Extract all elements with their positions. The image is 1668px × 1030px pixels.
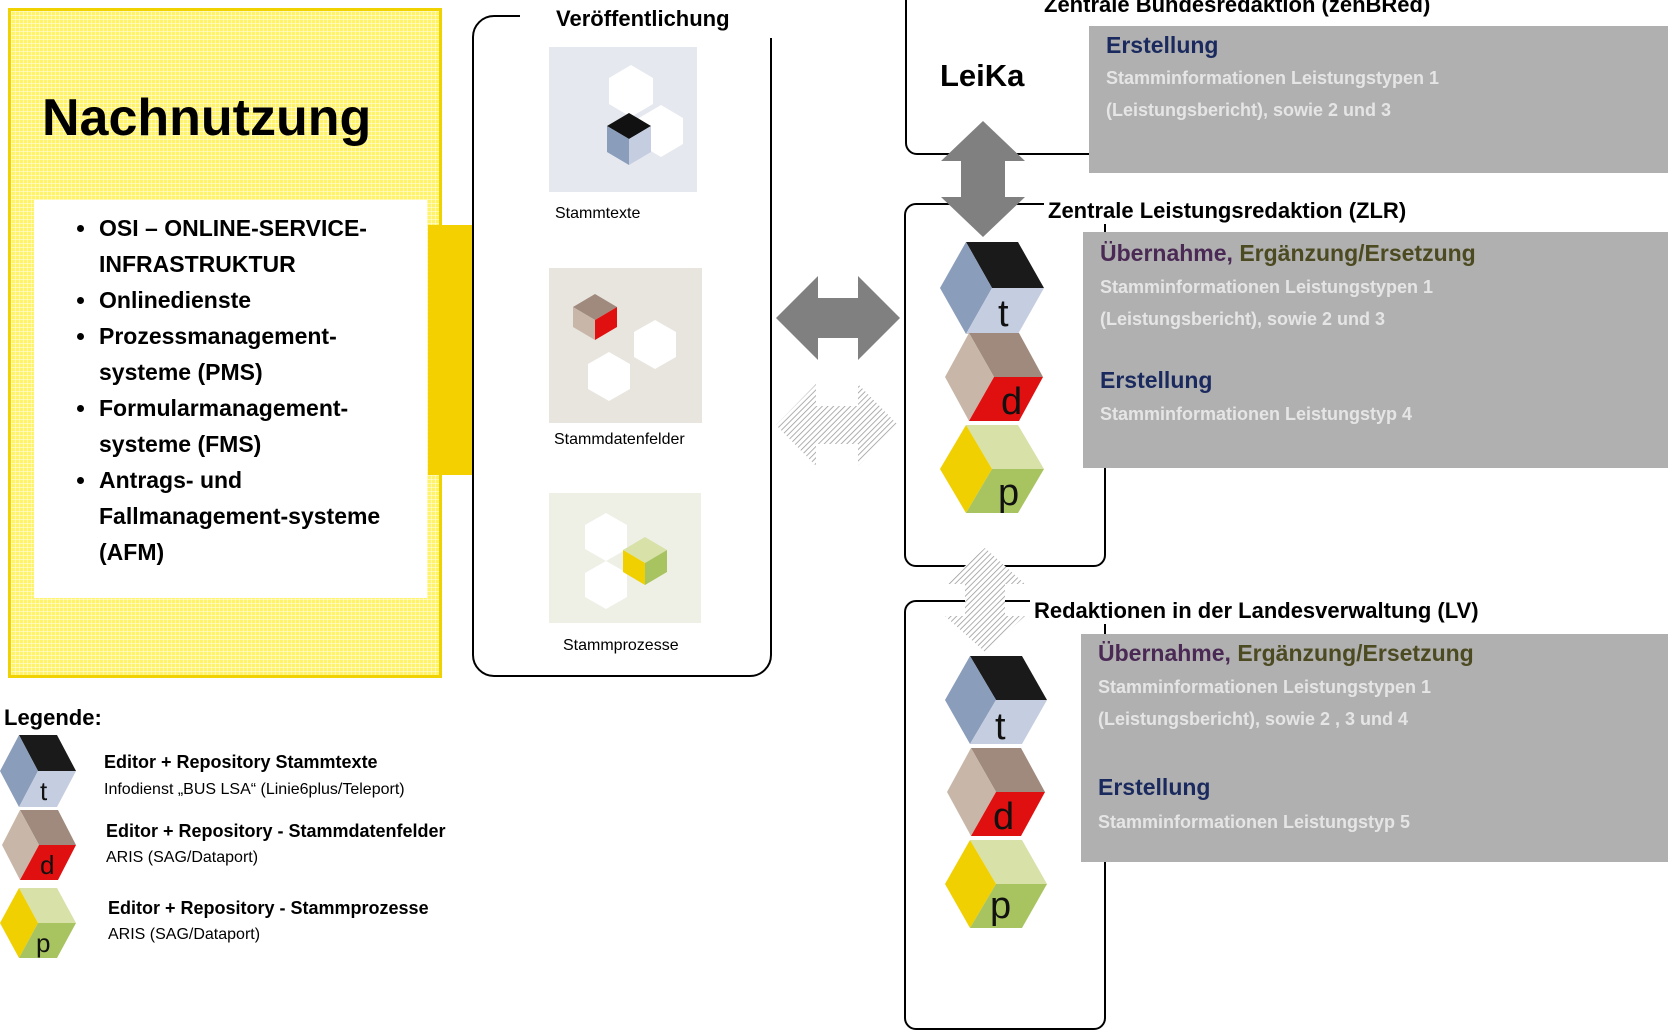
zenbred-grey-panel [1089, 26, 1668, 173]
cube-letter: d [993, 796, 1014, 836]
stammdatenfelder-label: Stammdatenfelder [554, 431, 685, 448]
list-item-label: Prozessmanagement-systeme (PMS) [99, 323, 337, 385]
zlr-uebernahme-line: Übernahme, Ergänzung/Ersetzung [1100, 240, 1476, 267]
zlr-grey-panel [1083, 232, 1668, 468]
list-item: Antrags- und Fallmanagement-systeme (AFM… [98, 462, 427, 570]
legend-cube-t-icon: t [0, 735, 76, 807]
legend-item-1-sub: Infodienst „BUS LSA“ (Linie6plus/Telepor… [104, 781, 405, 798]
legend-item-2-sub: ARIS (SAG/Dataport) [106, 849, 259, 866]
list-item-label: Antrags- und Fallmanagement-systeme (AFM… [99, 467, 381, 565]
zlr-ergaenzung: Ergänzung/Ersetzung [1239, 240, 1476, 266]
lv-text-3: Stamminformationen Leistungstyp 5 [1098, 812, 1411, 832]
cube-t-icon: t [940, 242, 1044, 334]
veroeffentlichung-title: Veröffentlichung [556, 6, 730, 31]
leika-label: LeiKa [940, 58, 1025, 93]
zlr-text-1: Stamminformationen Leistungstypen 1 [1100, 277, 1434, 297]
list-item: OSI – ONLINE-SERVICE-INFRASTRUKTUR [98, 210, 427, 282]
dashed-bidirectional-arrow-icon [776, 384, 898, 466]
zenbred-erstellung: Erstellung [1106, 32, 1219, 58]
nachnutzung-title: Nachnutzung [42, 89, 372, 147]
lv-title: Redaktionen in der Landesverwaltung (LV) [1030, 598, 1483, 624]
legend-cube-d-icon: d [2, 810, 76, 880]
vertical-bidirectional-arrow-icon [941, 121, 1025, 237]
list-item: Formularmanagement-systeme (FMS) [98, 390, 427, 462]
stammtexte-label: Stammtexte [555, 205, 641, 222]
legend-item-3-title: Editor + Repository - Stammprozesse [108, 898, 429, 918]
lv-erstellung: Erstellung [1098, 774, 1211, 800]
dashed-vertical-arrow-icon [945, 548, 1025, 652]
cube-d-icon: d [947, 748, 1045, 836]
zenbred-title: Zentrale Bundesredaktion (zenBRed) [1040, 0, 1435, 18]
veroeffentlichung-title-bg [520, 2, 788, 38]
cube-t-icon: t [945, 656, 1047, 744]
stammtexte-tile [549, 47, 697, 192]
legend-title: Legende: [4, 705, 102, 730]
lv-grey-panel [1081, 634, 1668, 862]
zenbred-text-2: (Leistungsbericht), sowie 2 und 3 [1106, 100, 1392, 120]
list-item-label: OSI – ONLINE-SERVICE-INFRASTRUKTUR [99, 215, 367, 277]
legend-item-2-title: Editor + Repository - Stammdatenfelder [106, 821, 446, 841]
cube-letter: p [990, 885, 1011, 927]
lv-ergaenzung: Ergänzung/Ersetzung [1237, 640, 1474, 666]
cube-letter: p [36, 928, 50, 958]
list-item: Onlinedienste [98, 282, 427, 318]
cube-letter: p [998, 472, 1019, 513]
lv-text-1: Stamminformationen Leistungstypen 1 [1098, 677, 1432, 697]
legend-cube-p-icon: p [0, 888, 76, 958]
list-item-label: Formularmanagement-systeme (FMS) [99, 395, 349, 457]
cube-d-icon: d [945, 333, 1043, 421]
lv-uebernahme-line: Übernahme, Ergänzung/Ersetzung [1098, 640, 1474, 667]
list-item: Prozessmanagement-systeme (PMS) [98, 318, 427, 390]
stammprozesse-tile [549, 493, 701, 623]
zenbred-text-1: Stamminformationen Leistungstypen 1 [1106, 68, 1440, 88]
list-item-label: Onlinedienste [99, 287, 252, 313]
stammdatenfelder-tile [549, 268, 702, 423]
cube-p-icon: p [945, 840, 1047, 928]
zlr-erstellung: Erstellung [1100, 367, 1213, 393]
nachnutzung-list: OSI – ONLINE-SERVICE-INFRASTRUKTUR Onlin… [34, 210, 427, 570]
zlr-text-2: (Leistungsbericht), sowie 2 und 3 [1100, 309, 1386, 329]
nachnutzung-connector [428, 225, 474, 475]
cube-letter: d [1001, 381, 1022, 421]
cube-p-icon: p [940, 425, 1044, 513]
zlr-title: Zentrale Leistungsredaktion (ZLR) [1044, 198, 1411, 224]
legend-item-3-sub: ARIS (SAG/Dataport) [108, 926, 261, 943]
cube-letter: d [40, 850, 54, 880]
lv-uebernahme: Übernahme, [1098, 640, 1231, 666]
bidirectional-arrow-icon [776, 276, 900, 360]
zlr-text-3: Stamminformationen Leistungstyp 4 [1100, 404, 1413, 424]
cube-letter: t [40, 776, 48, 806]
stammprozesse-label: Stammprozesse [563, 637, 679, 654]
cube-letter: t [998, 293, 1009, 334]
cube-letter: t [995, 706, 1006, 744]
lv-text-2: (Leistungsbericht), sowie 2 , 3 und 4 [1098, 709, 1409, 729]
legend-item-1-title: Editor + Repository Stammtexte [104, 752, 378, 772]
zlr-uebernahme: Übernahme, [1100, 240, 1233, 266]
nachnutzung-list-panel [34, 200, 427, 598]
